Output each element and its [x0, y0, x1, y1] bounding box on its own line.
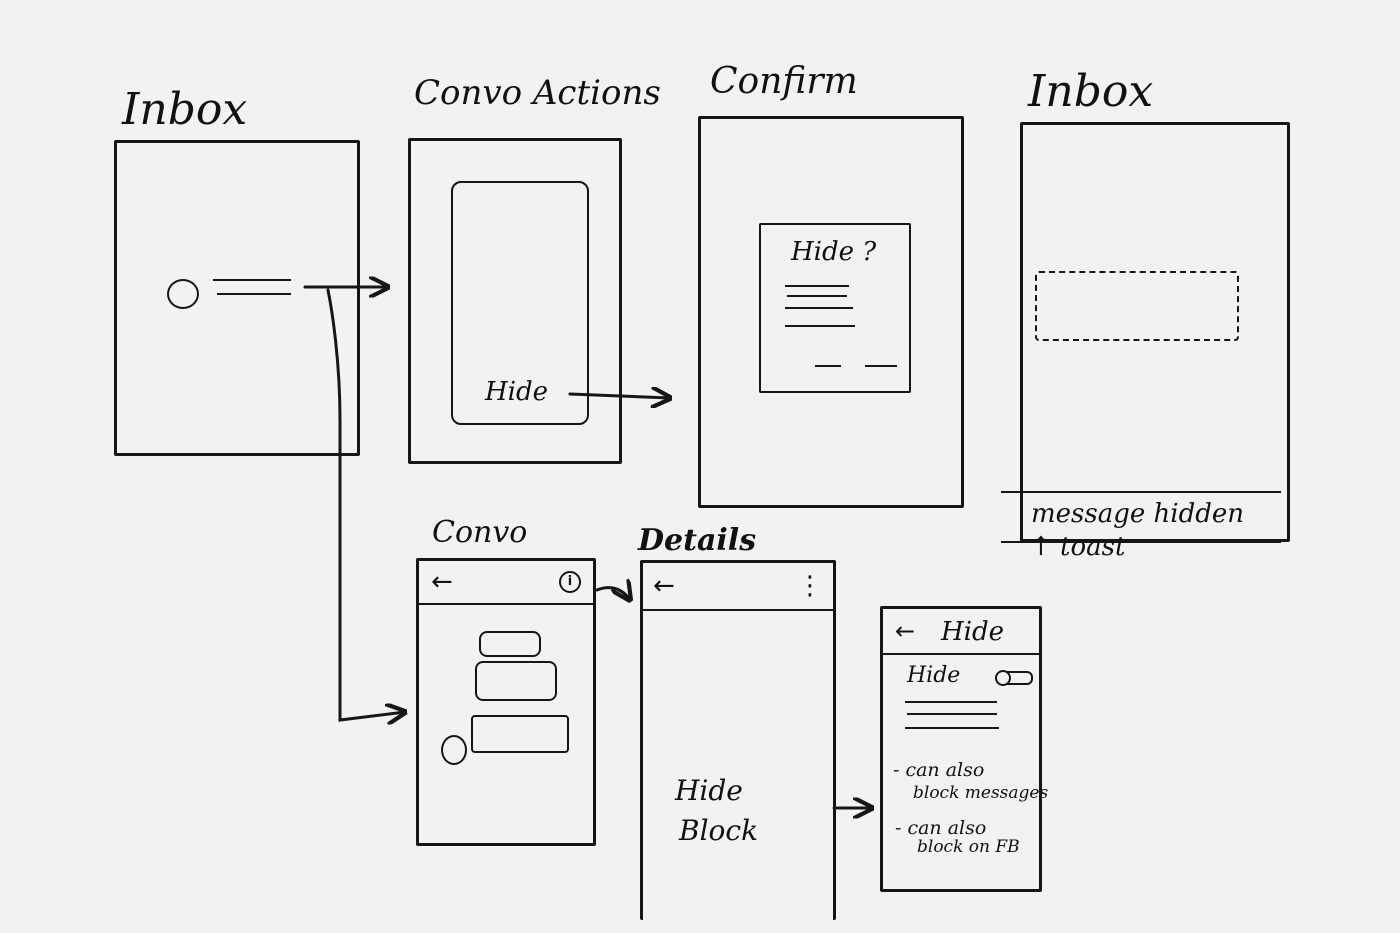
- dialog-body-line: [787, 295, 847, 297]
- message-bubble: [471, 715, 569, 753]
- message-preview-line: [213, 279, 291, 281]
- toggle-knob: [995, 670, 1011, 686]
- cancel-button-placeholder[interactable]: [815, 365, 841, 367]
- dialog-body-line: [785, 285, 849, 287]
- convo-actions-screen: Hide: [408, 138, 622, 464]
- kebab-menu-icon[interactable]: ⋮: [797, 571, 823, 601]
- convo-actions-title: Convo Actions: [414, 73, 661, 113]
- convo-header: ← i: [419, 561, 593, 605]
- back-arrow-icon[interactable]: ←: [431, 567, 453, 597]
- toast-note: ↑ toast: [1030, 532, 1126, 562]
- action-sheet: Hide: [451, 181, 589, 425]
- dialog-body-line: [785, 325, 855, 327]
- confirm-screen: Hide ?: [698, 116, 964, 508]
- note-block-messages-line1: - can also: [893, 759, 985, 781]
- message-bubble: [475, 661, 557, 701]
- toast: message hidden: [1001, 491, 1281, 543]
- note-block-messages-line2: block messages: [913, 783, 1049, 803]
- confirm-dialog-title: Hide ?: [791, 237, 877, 267]
- message-preview-line: [217, 293, 291, 295]
- details-block-option[interactable]: Block: [679, 814, 759, 847]
- note-block-fb-line2: block on FB: [917, 837, 1020, 857]
- branch-connector: [326, 288, 405, 720]
- details-title: Details: [638, 523, 757, 558]
- confirm-button-placeholder[interactable]: [865, 365, 897, 367]
- inbox-screen: [114, 140, 360, 456]
- inbox-after-title: Inbox: [1028, 66, 1154, 117]
- details-header: ← ⋮: [643, 563, 833, 611]
- info-icon-glyph: i: [567, 574, 573, 589]
- setting-desc-line: [907, 713, 997, 715]
- hide-action-item[interactable]: Hide: [485, 377, 549, 407]
- avatar-circle-icon: [167, 279, 199, 309]
- toggle-switch-icon[interactable]: [995, 670, 1033, 686]
- details-hide-option[interactable]: Hide: [675, 774, 743, 807]
- note-block-fb-line1: - can also: [895, 817, 987, 839]
- confirm-dialog: Hide ?: [759, 223, 911, 393]
- details-screen: ← ⋮ Hide Block: [640, 560, 836, 920]
- message-bubble: [479, 631, 541, 657]
- arrow-right-icon: [595, 588, 630, 600]
- inbox-title: Inbox: [122, 84, 248, 135]
- hide-settings-screen: ← Hide Hide - can also block messages - …: [880, 606, 1048, 892]
- back-arrow-icon[interactable]: ←: [653, 571, 675, 601]
- setting-desc-line: [905, 701, 997, 703]
- hide-toggle-label: Hide: [907, 663, 961, 688]
- hidden-message-placeholder: [1035, 271, 1239, 341]
- avatar-circle-icon: [441, 735, 467, 765]
- hide-settings-header: ← Hide: [883, 609, 1039, 655]
- toast-text: message hidden: [1031, 499, 1245, 529]
- info-icon[interactable]: i: [559, 571, 581, 593]
- setting-desc-line: [905, 727, 999, 729]
- convo-screen: ← i: [416, 558, 596, 846]
- convo-title: Convo: [432, 515, 528, 550]
- confirm-title: Confirm: [710, 61, 858, 102]
- back-arrow-icon[interactable]: ←: [895, 617, 916, 645]
- hide-settings-title: Hide: [941, 617, 1005, 647]
- inbox-after-screen: message hidden: [1001, 122, 1290, 543]
- dialog-body-line: [785, 307, 853, 309]
